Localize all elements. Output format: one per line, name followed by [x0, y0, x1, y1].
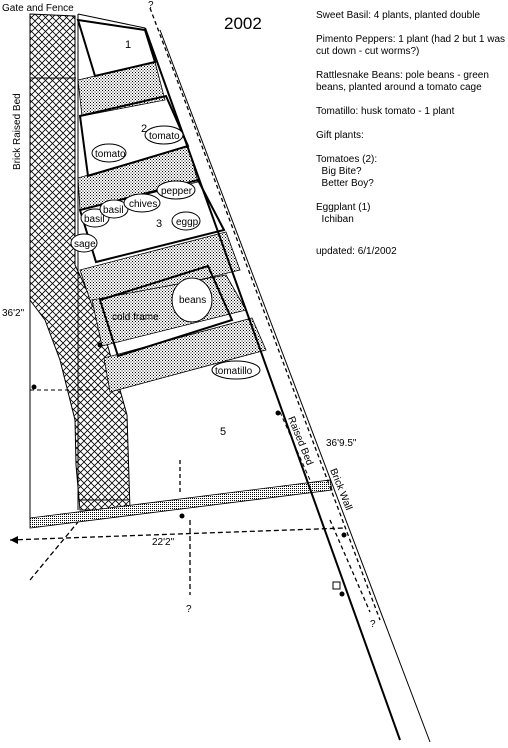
note-tomatoes: Tomatoes (2): Big Bite? Better Boy?	[316, 154, 378, 189]
walkway-3	[79, 231, 241, 307]
cold-frame-outline	[98, 264, 234, 358]
bottom-wall	[29, 479, 333, 529]
question-mark-right: ?	[370, 619, 376, 630]
dim-right-label: 36'9.5"	[326, 438, 357, 449]
plant-tomato-1: tomato	[95, 149, 126, 160]
brick-raised-bed	[29, 13, 131, 511]
plant-beans: beans	[179, 295, 206, 306]
plant-basil-1: basil	[84, 214, 105, 225]
plant-basil-2: basil	[103, 205, 124, 216]
bed-5-label: 5	[220, 426, 226, 438]
dim-left-label: 36'2"	[2, 308, 25, 319]
note-sweet-basil: Sweet Basil: 4 plants, planted double	[316, 10, 480, 21]
bed-2-label: 2	[141, 123, 147, 135]
plant-pepper: pepper	[161, 186, 193, 197]
note-pimento-peppers: Pimento Peppers: 1 plant (had 2 but 1 wa…	[316, 34, 506, 57]
year-title: 2002	[224, 14, 262, 33]
bed-3-label: 3	[156, 218, 162, 230]
note-eggplant: Eggplant (1) Ichiban	[316, 202, 371, 225]
plant-eggp: eggp	[176, 217, 199, 228]
plant-chives: chives	[129, 199, 157, 210]
note-tomatillo: Tomatillo: husk tomato - 1 plant	[316, 106, 455, 117]
question-mark-bottom: ?	[186, 604, 192, 615]
walkway-5	[103, 317, 267, 393]
bed-1-outline	[76, 18, 157, 78]
dim-bottom-label: 22'2"	[152, 537, 175, 548]
question-mark-top: ?	[148, 0, 154, 11]
cold-frame-label: cold frame	[112, 312, 159, 323]
notes-panel: 2002 Sweet Basil: 4 plants, planted doub…	[224, 10, 508, 270]
brick-raised-bed-label: Brick Raised Bed	[12, 93, 23, 170]
gate-fence-label: Gate and Fence	[2, 3, 74, 14]
bed-1-label: 1	[125, 39, 131, 51]
plant-tomato-2: tomato	[149, 131, 180, 142]
note-rattlesnake-beans: Rattlesnake Beans: pole beans - green be…	[316, 70, 489, 93]
plant-tomatillo: tomatillo	[215, 366, 253, 377]
note-updated: updated: 6/1/2002	[316, 246, 397, 257]
note-gift-plants: Gift plants:	[316, 130, 364, 141]
plant-sage: sage	[74, 239, 96, 250]
